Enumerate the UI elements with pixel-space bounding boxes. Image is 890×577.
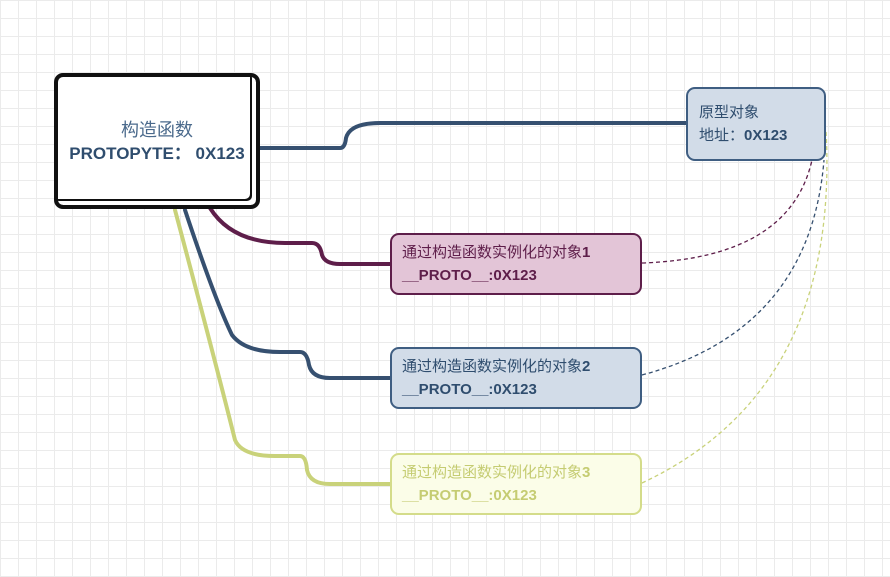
instance-title-text: 通过构造函数实例化的对象 (402, 463, 583, 481)
root-to-instance1-connector (208, 206, 394, 266)
instance-title: 通过构造函数实例化的对象2 (402, 355, 640, 378)
prototype-object-node[interactable]: 原型对象 地址：0X123 (686, 87, 826, 161)
instance2-proto-link (641, 159, 825, 376)
instance-node-3[interactable]: 通过构造函数实例化的对象3 __PROTO__:0X123 (390, 453, 642, 515)
instance-index: 3 (582, 464, 591, 481)
root-to-prototype-connector (256, 121, 688, 150)
instance-node-2[interactable]: 通过构造函数实例化的对象2 __PROTO__:0X123 (390, 347, 642, 409)
constructor-prototype-line: PROTOPYTE： 0X123 (69, 144, 245, 163)
prototype-address-label: 地址： (699, 126, 745, 144)
instance-proto: __PROTO__:0X123 (402, 267, 537, 284)
root-to-instance2-connector (183, 208, 392, 380)
constructor-title: 构造函数 (121, 120, 193, 141)
instance3-proto-link (641, 129, 828, 484)
instance1-proto-link (641, 159, 813, 264)
instance-node-1[interactable]: 通过构造函数实例化的对象1 __PROTO__:0X123 (390, 233, 642, 295)
constructor-node[interactable]: 构造函数 PROTOPYTE： 0X123 (54, 73, 260, 209)
instance-title-text: 通过构造函数实例化的对象 (402, 357, 583, 375)
instance-title-text: 通过构造函数实例化的对象 (402, 243, 583, 261)
instance-title: 通过构造函数实例化的对象1 (402, 241, 640, 264)
instance-title: 通过构造函数实例化的对象3 (402, 461, 640, 484)
instance-proto: __PROTO__:0X123 (402, 381, 537, 398)
instance-index: 1 (582, 244, 591, 261)
prototype-address: 地址：0X123 (699, 124, 824, 147)
instance-proto: __PROTO__:0X123 (402, 487, 537, 504)
prototype-title: 原型对象 (699, 103, 760, 121)
instance-index: 2 (582, 358, 591, 375)
prototype-address-value: 0X123 (744, 127, 788, 144)
root-to-instance3-connector (173, 208, 394, 486)
